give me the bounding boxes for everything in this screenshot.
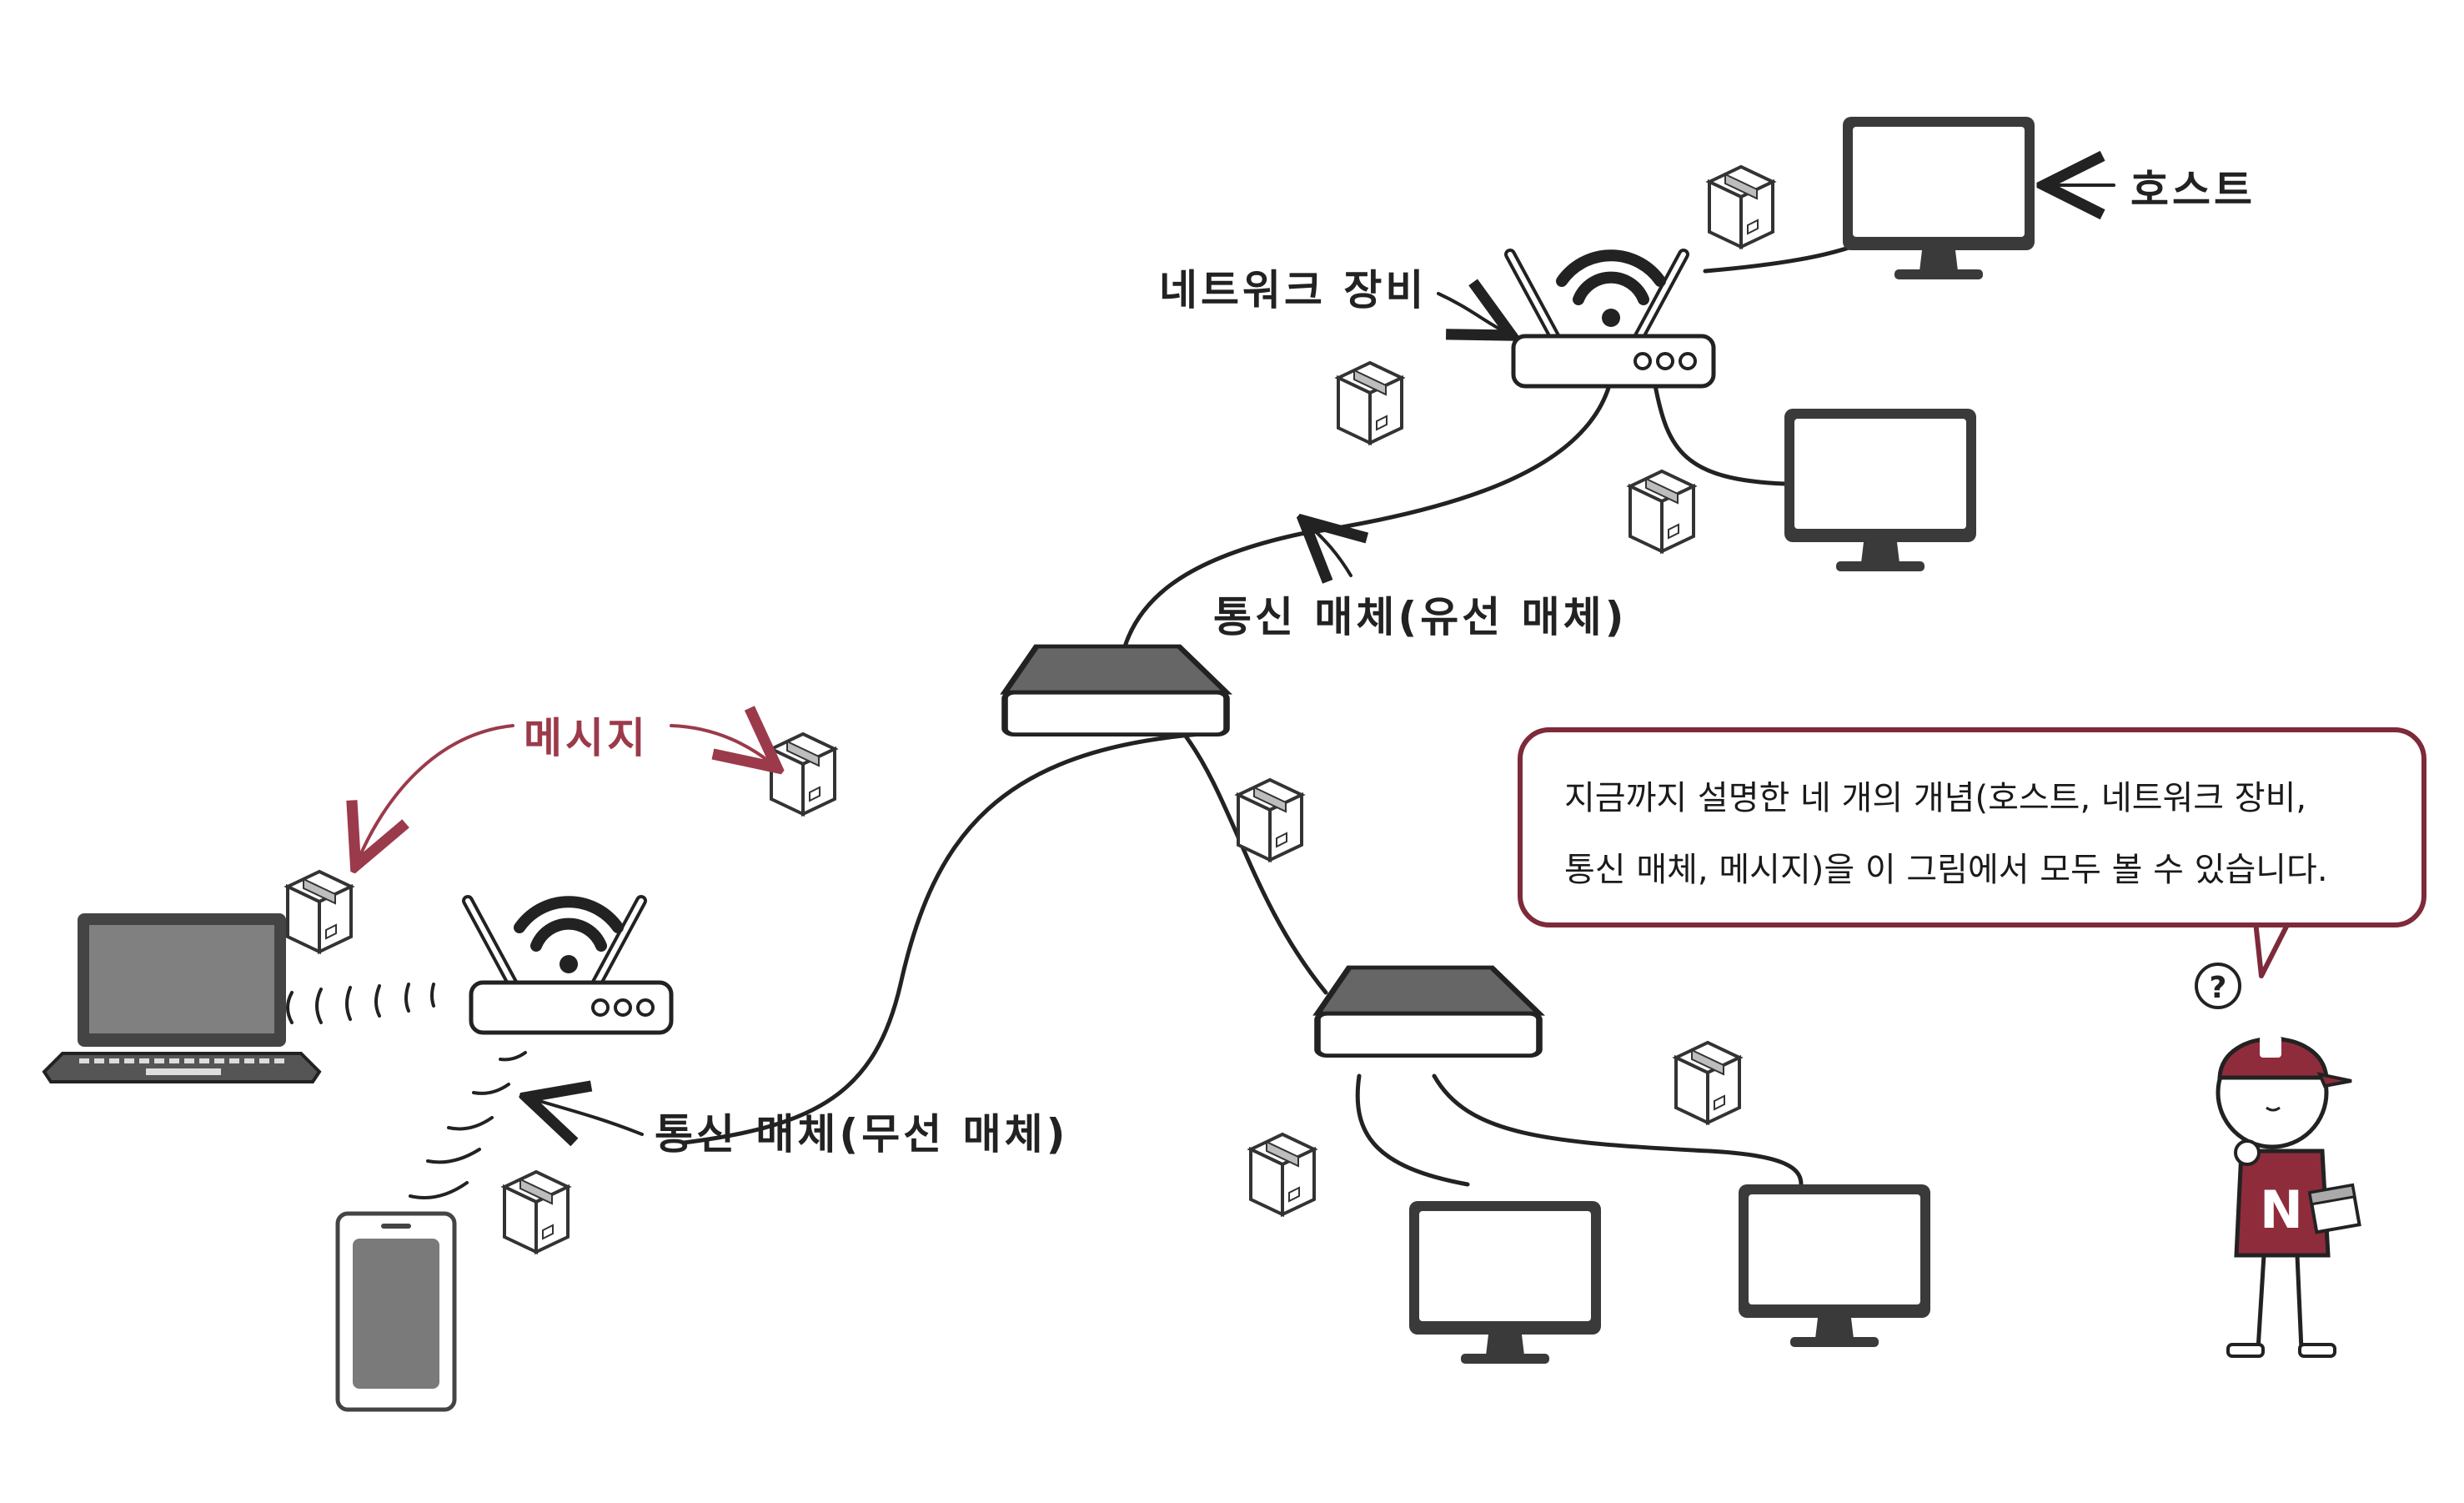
message-box — [1237, 778, 1303, 862]
host-monitor-top — [1843, 117, 2035, 279]
message-box — [286, 870, 353, 953]
label-wired-medium: 통신 매체(유선 매체) — [1213, 593, 1628, 641]
speech-bubble: 지금까지 설명한 네 개의 개념(호스트, 네트워크 장비, 통신 매체, 메시… — [1518, 727, 2426, 927]
message-box — [770, 732, 836, 816]
laptop-host — [42, 913, 322, 1083]
annotation-arrows — [359, 185, 2115, 1134]
host-monitor-bottom-right — [1739, 1184, 1930, 1347]
host-monitor-bottom-left — [1409, 1201, 1601, 1364]
left-router — [468, 901, 671, 1033]
top-router — [1510, 254, 1714, 386]
lower-switch — [1317, 968, 1539, 1056]
speech-bubble-line-1: 지금까지 설명한 네 개의 개념(호스트, 네트워크 장비, — [1564, 779, 2307, 817]
message-box — [1708, 165, 1774, 249]
wireless-waves — [286, 983, 527, 1199]
label-network-device: 네트워크 장비 — [1159, 266, 1428, 314]
host-monitor-right — [1784, 409, 1976, 571]
character-mascot: ? N — [2195, 963, 2361, 1358]
center-switch — [1005, 646, 1227, 735]
phone-host — [335, 1211, 457, 1412]
speech-bubble-line-2: 통신 매체, 메시지)을 이 그림에서 모두 볼 수 있습니다. — [1564, 851, 2328, 889]
thought-mark: ? — [2210, 971, 2227, 1005]
label-message: 메시지 — [524, 714, 649, 762]
shirt-letter: N — [2260, 1179, 2303, 1240]
label-host: 호스트 — [2130, 166, 2256, 214]
message-box — [1628, 470, 1695, 553]
message-box — [503, 1170, 570, 1254]
message-box — [1337, 361, 1403, 445]
speech-bubble-tail — [2253, 920, 2291, 978]
message-box — [1674, 1041, 1741, 1124]
label-wireless-medium: 통신 매체(무선 매체) — [655, 1110, 1069, 1159]
message-box — [1249, 1133, 1316, 1216]
wired-cables — [681, 213, 1937, 1187]
